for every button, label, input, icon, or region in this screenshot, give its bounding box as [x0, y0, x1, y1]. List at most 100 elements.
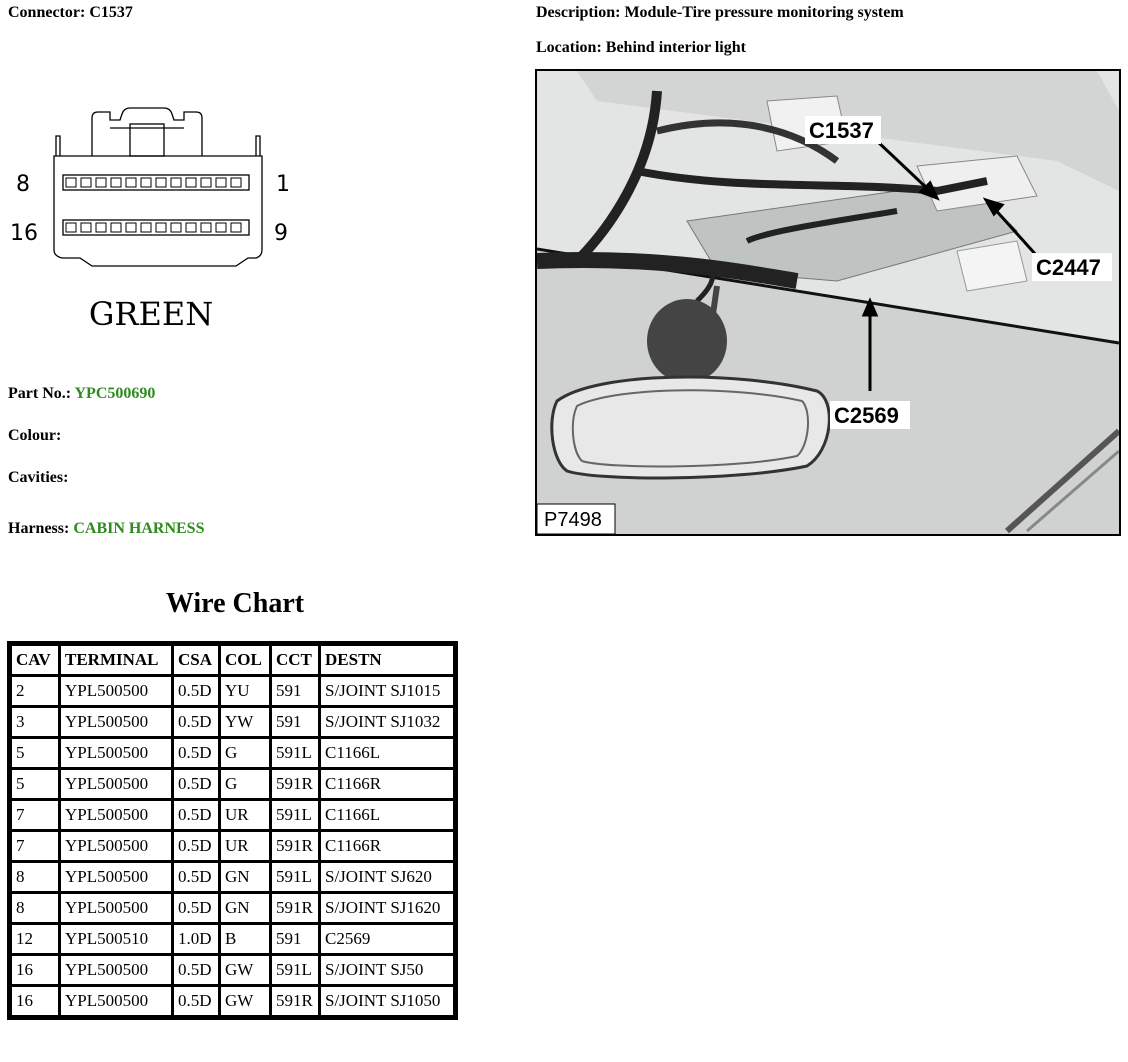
cell-destn: C2569 — [321, 925, 453, 953]
cell-col: GN — [221, 894, 269, 922]
photo-reference: P7498 — [544, 509, 602, 531]
cell-terminal: YPL500510 — [61, 925, 171, 953]
part-number-label: Part No.: — [8, 385, 72, 402]
cell-destn: S/JOINT SJ1015 — [321, 677, 453, 705]
cell-col: G — [221, 770, 269, 798]
cell-csa: 1.0D — [174, 925, 218, 953]
harness-line: Harness: CABIN HARNESS — [8, 520, 204, 538]
cell-terminal: YPL500500 — [61, 801, 171, 829]
table-row: 5 YPL500500 0.5D G 591L C1166L — [12, 739, 453, 767]
pin-label-1: 1 — [276, 172, 290, 197]
table-row: 12 YPL500510 1.0D B 591 C2569 — [12, 925, 453, 953]
part-number-line: Part No.: YPC500690 — [8, 385, 155, 403]
cell-cct: 591R — [272, 894, 318, 922]
cell-destn: S/JOINT SJ1050 — [321, 987, 453, 1015]
cell-destn: C1166R — [321, 832, 453, 860]
pin-label-9: 9 — [274, 221, 288, 246]
table-row: 8 YPL500500 0.5D GN 591R S/JOINT SJ1620 — [12, 894, 453, 922]
cell-terminal: YPL500500 — [61, 708, 171, 736]
cell-cct: 591L — [272, 739, 318, 767]
header-csa: CSA — [174, 646, 218, 674]
description-value: Module-Tire pressure monitoring system — [624, 4, 904, 21]
wire-chart-title: Wire Chart — [165, 588, 305, 619]
cell-destn: S/JOINT SJ1620 — [321, 894, 453, 922]
table-row: 7 YPL500500 0.5D UR 591L C1166L — [12, 801, 453, 829]
cell-col: B — [221, 925, 269, 953]
cell-terminal: YPL500500 — [61, 739, 171, 767]
table-row: 5 YPL500500 0.5D G 591R C1166R — [12, 770, 453, 798]
cell-csa: 0.5D — [174, 708, 218, 736]
cell-csa: 0.5D — [174, 987, 218, 1015]
table-row: 7 YPL500500 0.5D UR 591R C1166R — [12, 832, 453, 860]
colour-line: Colour: — [8, 427, 61, 445]
cell-terminal: YPL500500 — [61, 832, 171, 860]
cell-destn: S/JOINT SJ50 — [321, 956, 453, 984]
cell-cct: 591L — [272, 801, 318, 829]
cell-cav: 7 — [12, 801, 58, 829]
pin-label-16: 16 — [10, 221, 38, 246]
cell-cav: 7 — [12, 832, 58, 860]
table-row: 16 YPL500500 0.5D GW 591L S/JOINT SJ50 — [12, 956, 453, 984]
cell-cct: 591L — [272, 863, 318, 891]
cell-col: UR — [221, 832, 269, 860]
description-label: Description: — [536, 4, 621, 21]
cell-csa: 0.5D — [174, 801, 218, 829]
cell-csa: 0.5D — [174, 770, 218, 798]
cell-cav: 12 — [12, 925, 58, 953]
cell-destn: C1166R — [321, 770, 453, 798]
cavities-line: Cavities: — [8, 469, 68, 487]
location-label: Location: — [536, 39, 602, 56]
cell-col: UR — [221, 801, 269, 829]
table-row: 16 YPL500500 0.5D GW 591R S/JOINT SJ1050 — [12, 987, 453, 1015]
cell-cav: 5 — [12, 739, 58, 767]
cell-col: GN — [221, 863, 269, 891]
harness-label: Harness: — [8, 520, 70, 537]
connector-value: C1537 — [89, 4, 133, 21]
cell-csa: 0.5D — [174, 832, 218, 860]
cell-terminal: YPL500500 — [61, 863, 171, 891]
cell-destn: C1166L — [321, 739, 453, 767]
cell-cav: 16 — [12, 956, 58, 984]
colour-label: Colour: — [8, 427, 62, 444]
cell-cct: 591R — [272, 770, 318, 798]
cell-col: YW — [221, 708, 269, 736]
cell-destn: S/JOINT SJ1032 — [321, 708, 453, 736]
table-row: 8 YPL500500 0.5D GN 591L S/JOINT SJ620 — [12, 863, 453, 891]
cell-cav: 2 — [12, 677, 58, 705]
connector-line: Connector: C1537 — [8, 4, 133, 22]
cell-col: G — [221, 739, 269, 767]
header-terminal: TERMINAL — [61, 646, 171, 674]
part-number-value: YPC500690 — [74, 385, 156, 402]
cell-cct: 591 — [272, 708, 318, 736]
cell-csa: 0.5D — [174, 956, 218, 984]
cell-csa: 0.5D — [174, 894, 218, 922]
cell-terminal: YPL500500 — [61, 677, 171, 705]
header-cct: CCT — [272, 646, 318, 674]
cell-cav: 16 — [12, 987, 58, 1015]
header-cav: CAV — [12, 646, 58, 674]
connector-face-diagram: 8 1 16 9 GREEN — [10, 107, 290, 333]
cell-cct: 591 — [272, 677, 318, 705]
colour-caption: GREEN — [89, 295, 213, 333]
table-row: 3 YPL500500 0.5D YW 591 S/JOINT SJ1032 — [12, 708, 453, 736]
wire-chart-table: CAV TERMINAL CSA COL CCT DESTN 2 YPL5005… — [7, 641, 458, 1020]
cell-cct: 591 — [272, 925, 318, 953]
pin-label-8: 8 — [16, 172, 30, 197]
cell-cct: 591R — [272, 987, 318, 1015]
location-value: Behind interior light — [605, 39, 746, 56]
cell-csa: 0.5D — [174, 677, 218, 705]
cell-cav: 8 — [12, 894, 58, 922]
cell-csa: 0.5D — [174, 739, 218, 767]
cavities-label: Cavities: — [8, 469, 69, 486]
cell-destn: C1166L — [321, 801, 453, 829]
cell-col: GW — [221, 956, 269, 984]
cell-destn: S/JOINT SJ620 — [321, 863, 453, 891]
header-destn: DESTN — [321, 646, 453, 674]
header-col: COL — [221, 646, 269, 674]
cell-terminal: YPL500500 — [61, 894, 171, 922]
cell-cav: 5 — [12, 770, 58, 798]
cell-cav: 8 — [12, 863, 58, 891]
table-row: 2 YPL500500 0.5D YU 591 S/JOINT SJ1015 — [12, 677, 453, 705]
callout-c2447: C2447 — [1036, 255, 1101, 280]
cell-cav: 3 — [12, 708, 58, 736]
